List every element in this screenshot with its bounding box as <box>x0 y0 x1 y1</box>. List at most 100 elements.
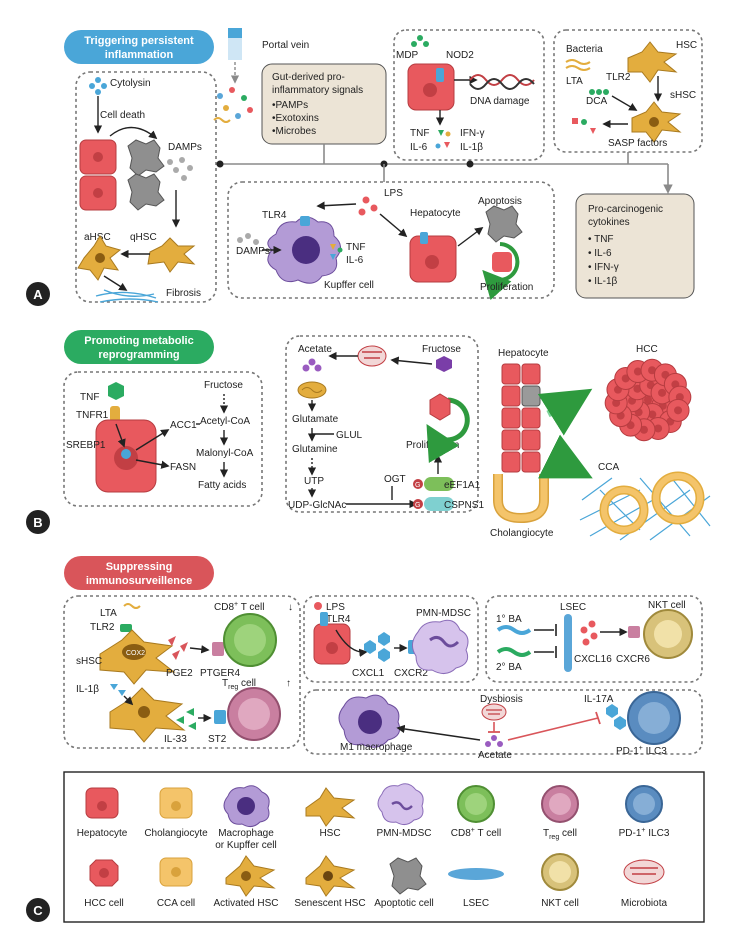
cytolysin-box <box>75 71 217 303</box>
legend-macrophage-label2: or Kupffer cell <box>215 840 277 851</box>
legend-microbiota-icon <box>623 859 665 885</box>
legend-nkt-label: NKT cell <box>541 898 579 909</box>
panel-b-header <box>64 330 214 364</box>
ptger4-receptor-icon <box>212 642 224 656</box>
kupffer-il6-label: IL-6 <box>346 255 364 266</box>
legend-ilc3-label: PD-1+ ILC3 <box>619 827 670 839</box>
nod2-ifng-label: IFN-γ <box>460 128 484 139</box>
legend-cholangiocyte-label: Cholangiocyte <box>144 828 208 839</box>
hcc-cell-nucleus <box>633 367 642 376</box>
cytolysin-label: Cytolysin <box>110 78 151 89</box>
a-proliferation-label: Proliferation <box>480 282 533 293</box>
kupffer-box <box>227 181 555 299</box>
cytokine-il1b: • IL-1β <box>588 276 618 287</box>
b-hepatocyte-label: Hepatocyte <box>498 348 549 359</box>
pmn-mdsc-box <box>303 595 479 683</box>
nkt-label: NKT cell <box>648 600 686 611</box>
pmn-mdsc-label: PMN-MDSC <box>416 608 471 619</box>
ba1-label: 1° BA <box>496 614 522 625</box>
dca-molecule-icon <box>589 89 609 95</box>
cd8-rest: T cell <box>238 602 264 613</box>
apoptotic-cell-stack-icon <box>127 139 165 211</box>
pmn-mdsc-icon <box>412 619 469 674</box>
b-proliferation-arrow-icon <box>426 397 470 464</box>
treg-sub: reg <box>228 684 238 691</box>
cytokines-title1: Pro-carcinogenic <box>588 204 663 215</box>
panel-b-letter: B <box>33 515 42 530</box>
c-microbiota-icon <box>481 703 507 721</box>
hepatocyte-stack-icon <box>79 139 117 211</box>
mitochondrion-icon <box>297 381 327 399</box>
cd8-t-cell-label: CD8+ T cell <box>214 601 264 613</box>
hcc-tumor-icon <box>604 358 692 442</box>
il17a-label: IL-17A <box>584 694 614 705</box>
bacteria-icon <box>565 59 591 71</box>
cytokine-tnf: • TNF <box>588 234 614 245</box>
fibrosis-label: Fibrosis <box>166 288 201 299</box>
legend-cd8-text: CD8 <box>451 828 471 839</box>
to-cca-arrow <box>537 434 593 479</box>
cxcr6-receptor-icon <box>628 626 640 638</box>
kupffer-tnf-label: TNF <box>346 242 365 253</box>
pd1-sup: + <box>639 745 643 752</box>
metabolism-box <box>285 335 479 513</box>
fasn-label: FASN <box>170 462 196 473</box>
lsec-icon <box>564 614 572 672</box>
panel-a-connectors <box>216 144 673 194</box>
cox2-label: COX2 <box>126 650 145 657</box>
cspns1-label: CSPNS1 <box>444 500 484 511</box>
b-cholangiocyte-label: Cholangiocyte <box>490 528 554 539</box>
st2-label: ST2 <box>208 734 227 745</box>
tnfr1-label: TNFR1 <box>76 410 109 421</box>
cd8-sup: + <box>234 601 238 608</box>
damps-label: DAMPs <box>168 142 202 153</box>
legend-apoptotic-label: Apoptotic cell <box>374 898 433 909</box>
hcc-cell-nucleus <box>644 396 652 404</box>
fructose-hexagon-icon <box>436 356 452 372</box>
tnfr1-receptor-icon <box>110 406 120 422</box>
cxcr2-label: CXCR2 <box>394 668 428 679</box>
legend-treg-rest: cell <box>559 828 577 839</box>
hepatocyte-column-icon <box>501 363 541 473</box>
cspns1-icon <box>424 497 454 511</box>
panel-a-header-line1: Triggering persistent <box>84 35 194 47</box>
treg-cell-label: Treg cell <box>222 678 256 691</box>
lsec-label: LSEC <box>560 602 586 613</box>
c-tlr2-receptor-icon <box>120 624 132 632</box>
to-hcc-arrow <box>537 388 593 436</box>
gut-signals-title2: inflammatory signals <box>272 85 363 96</box>
cytolysin-molecule-icon <box>89 77 107 95</box>
il33-particles-icon <box>176 708 196 730</box>
legend-pd1-sup: + <box>641 827 645 834</box>
panel-c-header-line2: immunosurveillence <box>86 575 192 587</box>
legend-cd8-sup: + <box>471 827 475 834</box>
udp-glcnac-label: UDP-GlcNAc <box>288 500 346 511</box>
cca-tumor-icon <box>579 471 711 541</box>
glyco-marker-g1: G <box>415 482 420 489</box>
nod2-label: NOD2 <box>446 50 474 61</box>
bacteria-label: Bacteria <box>566 44 603 55</box>
legend-pmn-mdsc-label: PMN-MDSC <box>377 828 432 839</box>
legend-senescent-hsc-label: Senescent HSC <box>294 898 365 909</box>
tlr4-label: TLR4 <box>262 210 287 221</box>
fibrosis-icon <box>95 289 159 303</box>
portal-vein: Portal vein <box>213 28 309 123</box>
panel-c-letter: C <box>33 903 43 918</box>
sasp-particles-icon <box>572 118 596 134</box>
panel-a-header <box>64 30 214 64</box>
gut-signals-title1: Gut-derived pro- <box>272 72 345 83</box>
mdp-molecule-icon <box>411 35 429 47</box>
panel-b: Promoting metabolic reprogramming TNF TN… <box>26 330 711 541</box>
legend-lsec-label: LSEC <box>463 898 489 909</box>
acetyl-coa-label: Acetyl-CoA <box>200 416 250 427</box>
mdp-label: MDP <box>396 50 419 61</box>
legend-cd8-rest: T cell <box>475 828 501 839</box>
ahsc-label: aHSC <box>84 232 111 243</box>
bacteria-hsc-box <box>553 29 703 153</box>
panel-b-header-line2: reprogramming <box>98 349 179 361</box>
hcc-label: HCC <box>636 344 658 355</box>
glutamate-label: Glutamate <box>292 414 339 425</box>
legend-activated-hsc-label: Activated HSC <box>213 898 278 909</box>
panel-b-letter-badge <box>26 510 50 534</box>
